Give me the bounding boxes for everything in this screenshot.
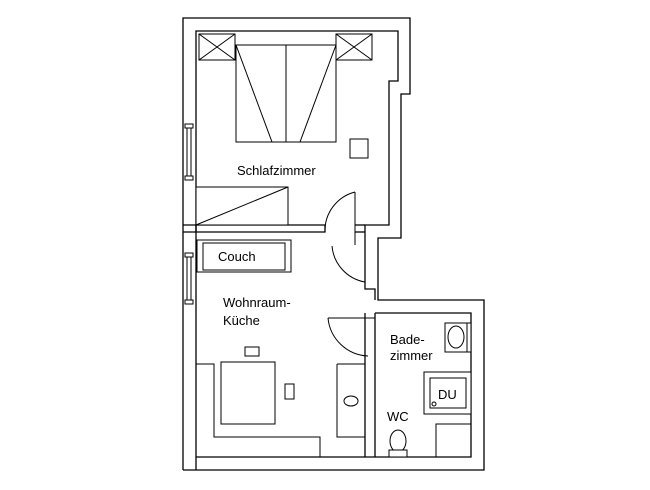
nightstand: [349, 138, 369, 159]
window-living: [184, 252, 194, 305]
kitchen-sink: [343, 395, 359, 407]
room-label-schlafzimmer: Schlafzimmer: [237, 163, 316, 178]
room-label-kueche: Küche: [223, 313, 260, 328]
room-label-bade: Bade-: [390, 332, 425, 347]
wardrobe-right: [335, 33, 373, 61]
shower-label: DU: [438, 387, 457, 402]
couch: Couch: [196, 239, 292, 273]
door-bedroom: [324, 191, 356, 245]
washbasin: [444, 322, 468, 353]
room-label-wohnraum: Wohnraum-: [223, 295, 291, 310]
bathroom-cabinet: [435, 423, 471, 457]
window-bedroom: [184, 123, 194, 181]
bathroom-shelf: [466, 322, 472, 353]
room-label-zimmer: zimmer: [390, 348, 433, 363]
kitchen-counter: [196, 363, 365, 457]
double-bed: [235, 44, 337, 143]
wardrobe-left: [198, 33, 236, 61]
bedroom-cabinet: [195, 186, 289, 226]
couch-label: Couch: [218, 249, 256, 264]
room-label-wc: WC: [387, 409, 409, 424]
toilet: [388, 429, 408, 458]
chair: [284, 383, 295, 400]
door-entrance: [331, 238, 366, 283]
dining-table: [220, 361, 276, 425]
shower: DU: [423, 371, 472, 415]
door-bathroom: [327, 317, 375, 357]
lamp: [244, 346, 260, 357]
